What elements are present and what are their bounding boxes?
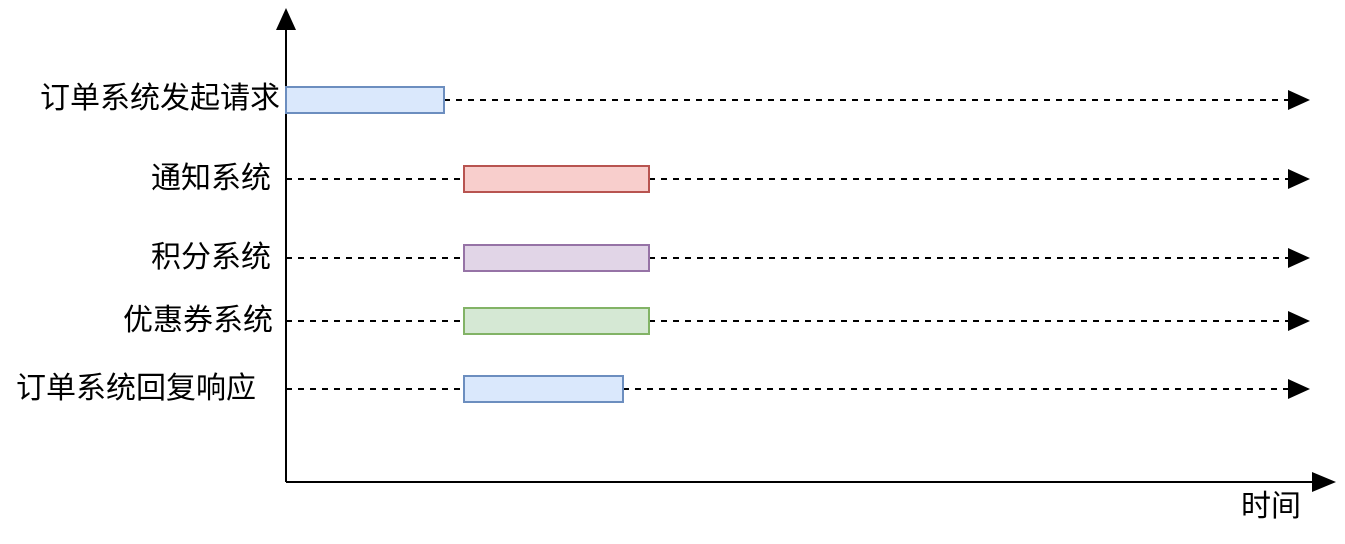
row-label-response: 订单系统回复响应 (16, 371, 256, 406)
row-label-coupon: 优惠券系统 (123, 303, 273, 338)
bar-notify (463, 165, 650, 193)
bar-request (285, 86, 445, 114)
row-points (286, 244, 1310, 272)
x-axis-label: 时间 (1241, 489, 1301, 524)
row-coupon (286, 307, 1310, 335)
arrow-head-notify-icon (1288, 169, 1310, 189)
row-label-points: 积分系统 (151, 240, 271, 275)
bar-response (463, 375, 624, 403)
row-request (285, 86, 1310, 114)
row-label-notify: 通知系统 (151, 161, 271, 196)
row-label-request: 订单系统发起请求 (40, 81, 280, 116)
y-axis-arrow-icon (276, 8, 296, 30)
bar-points (463, 244, 650, 272)
arrow-head-coupon-icon (1288, 311, 1310, 331)
row-notify (286, 165, 1310, 193)
bar-coupon (463, 307, 650, 335)
arrow-head-request-icon (1288, 90, 1310, 110)
arrow-head-points-icon (1288, 248, 1310, 268)
x-axis-arrow-icon (1312, 472, 1336, 492)
arrow-head-response-icon (1288, 379, 1310, 399)
row-response (286, 375, 1310, 403)
